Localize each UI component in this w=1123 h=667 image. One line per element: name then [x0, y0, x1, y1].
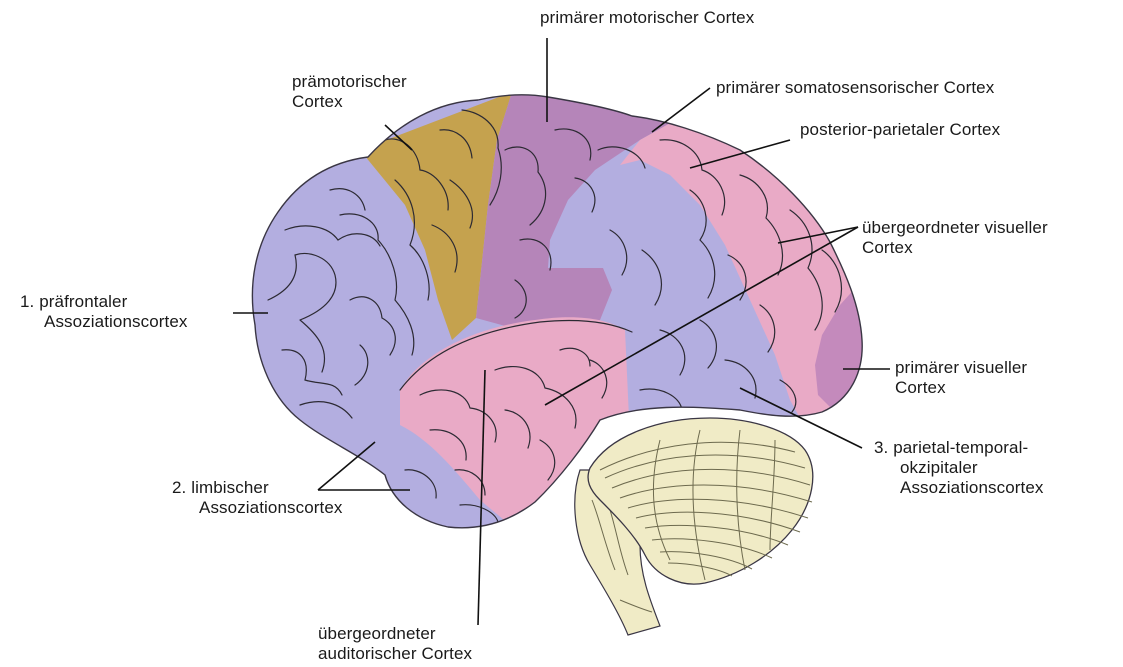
label-prefrontal-association-cortex: 1. präfrontaler Assoziationscortex — [20, 292, 188, 332]
label-limbic-association-cortex: 2. limbischer Assoziationscortex — [172, 478, 343, 518]
label-primary-visual-cortex: primärer visueller Cortex — [895, 358, 1027, 398]
leader-somatosensory — [652, 88, 710, 132]
label-primary-motor-cortex: primärer motorischer Cortex — [540, 8, 754, 28]
label-higher-visual-cortex: übergeordneter visueller Cortex — [862, 218, 1048, 258]
label-higher-auditory-cortex: übergeordneter auditorischer Cortex — [318, 624, 472, 664]
label-primary-somatosensory-cortex: primärer somatosensorischer Cortex — [716, 78, 994, 98]
label-premotor-cortex: prämotorischer Cortex — [292, 72, 407, 112]
label-parietal-temporal-occipital-cortex: 3. parietal-temporal- okzipitaler Assozi… — [874, 438, 1044, 498]
label-posterior-parietal-cortex: posterior-parietaler Cortex — [800, 120, 1000, 140]
